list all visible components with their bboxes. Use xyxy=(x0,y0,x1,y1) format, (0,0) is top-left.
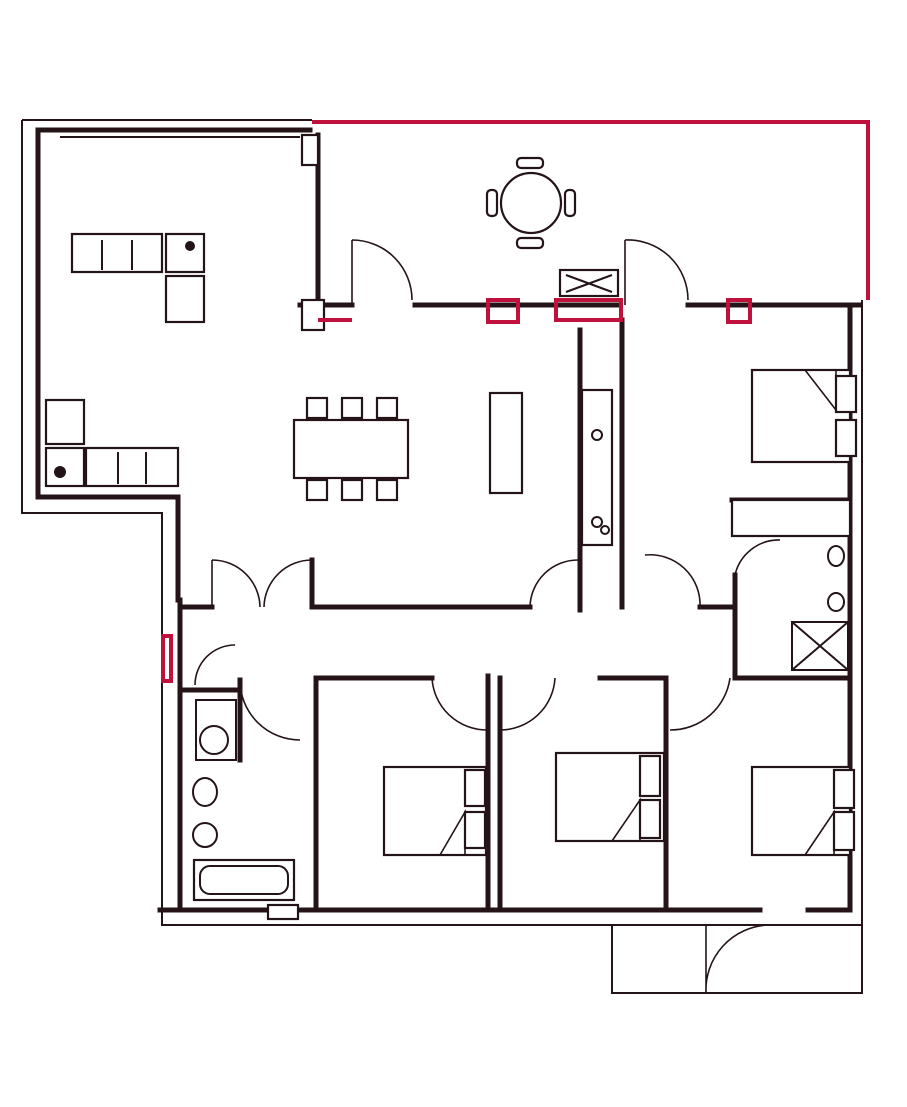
door-swing-icon xyxy=(351,239,413,305)
door-swing-icon xyxy=(431,677,488,731)
sink-icon xyxy=(199,725,229,755)
toilet-icon xyxy=(192,822,218,848)
door-swing-icon xyxy=(705,924,769,994)
bathtub-icon xyxy=(192,858,296,902)
bed-icon xyxy=(750,765,856,857)
door-swing-icon xyxy=(194,644,236,686)
shower-icon xyxy=(791,621,849,671)
hob-icon xyxy=(591,516,610,535)
sink-icon xyxy=(827,592,845,612)
kitchen-island xyxy=(488,391,524,495)
sofa-icon xyxy=(70,232,206,324)
ensuite-fixtures xyxy=(791,545,849,671)
kitchen-counter xyxy=(558,268,620,547)
door-swing-icon xyxy=(239,679,301,741)
bathroom-fixtures xyxy=(192,699,300,921)
door-swing-icon xyxy=(644,553,701,608)
toilet-icon xyxy=(827,545,845,567)
bed-icon xyxy=(554,751,666,843)
sofa-icon xyxy=(44,398,180,488)
walls xyxy=(35,127,863,913)
door-swing-icon xyxy=(499,677,556,731)
doors xyxy=(194,239,863,994)
hob-icon xyxy=(558,268,620,298)
round-table-icon xyxy=(485,156,577,250)
dining-table-icon xyxy=(292,396,410,502)
door-swing-icon xyxy=(734,539,781,576)
door-swing-icon xyxy=(624,239,689,305)
terrace xyxy=(300,120,870,303)
toilet-icon xyxy=(192,777,218,807)
outer-outline xyxy=(21,119,863,926)
bed-icon xyxy=(750,368,858,464)
door-swing-icon xyxy=(529,559,579,608)
bed-icon xyxy=(382,765,488,857)
door-swing-icon xyxy=(669,677,731,731)
door-swing-icon xyxy=(211,559,313,608)
windows xyxy=(161,298,752,683)
